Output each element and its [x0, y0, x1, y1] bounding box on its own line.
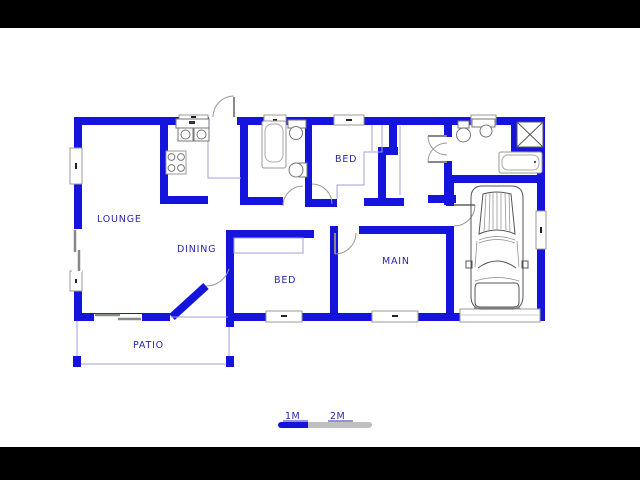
- car-mirror-left: [465, 260, 473, 269]
- bath2-double-doors: [427, 135, 448, 163]
- bed2-closet: [233, 237, 304, 254]
- sliding-door-south: [94, 313, 142, 321]
- entrance-door: [209, 95, 237, 126]
- built-in-lines: [207, 125, 401, 254]
- car-mirror-right: [521, 260, 529, 269]
- window-lounge-west-1: [69, 147, 83, 185]
- bed1-closet: [336, 125, 383, 199]
- car: [465, 185, 529, 310]
- scale-label-2m: 2M: [330, 411, 345, 422]
- bathtub-2: [498, 151, 543, 174]
- car-rear-hatch-lines: [483, 192, 511, 233]
- window-bed2-south: [265, 310, 303, 323]
- label-dining: DINING: [177, 244, 216, 255]
- shower: [516, 121, 544, 148]
- window-main-south: [371, 310, 419, 323]
- label-lounge: LOUNGE: [97, 214, 142, 225]
- patio-outline: [73, 321, 234, 367]
- bed1-door-arc: [311, 183, 333, 205]
- scale-bar: 1M 2M: [278, 411, 372, 428]
- letterbox-bottom: [0, 447, 640, 480]
- label-bed-top: BED: [335, 154, 357, 165]
- wash-basin-2: [471, 118, 496, 138]
- windows: [69, 114, 547, 323]
- garage-entry-door: [453, 204, 476, 227]
- bath1-door-arc: [282, 185, 304, 207]
- letterbox-top: [0, 0, 640, 28]
- scale-label-1m: 1M: [285, 411, 300, 422]
- doors: [72, 95, 541, 323]
- kitchen-counter-line: [207, 140, 241, 179]
- patio-door-arc: [205, 268, 230, 287]
- bathtub-1: [261, 120, 287, 169]
- window-garage-east: [535, 210, 547, 250]
- interior-walls: [160, 117, 545, 327]
- main-door: [334, 232, 357, 255]
- toilet-2: [456, 120, 471, 143]
- label-patio: PATIO: [133, 340, 164, 351]
- label-bed-bottom: BED: [274, 275, 296, 286]
- window-lounge-west-2: [69, 270, 83, 292]
- toilet-1: [288, 162, 308, 178]
- scale-segment-2m: [305, 422, 372, 428]
- window-bed1: [333, 114, 365, 126]
- kitchen-sink: [175, 118, 210, 142]
- garage-door: [459, 308, 541, 323]
- label-main: MAIN: [382, 256, 410, 267]
- wash-basin-1: [287, 119, 307, 140]
- sliding-door-west: [72, 229, 82, 272]
- stove: [165, 150, 187, 175]
